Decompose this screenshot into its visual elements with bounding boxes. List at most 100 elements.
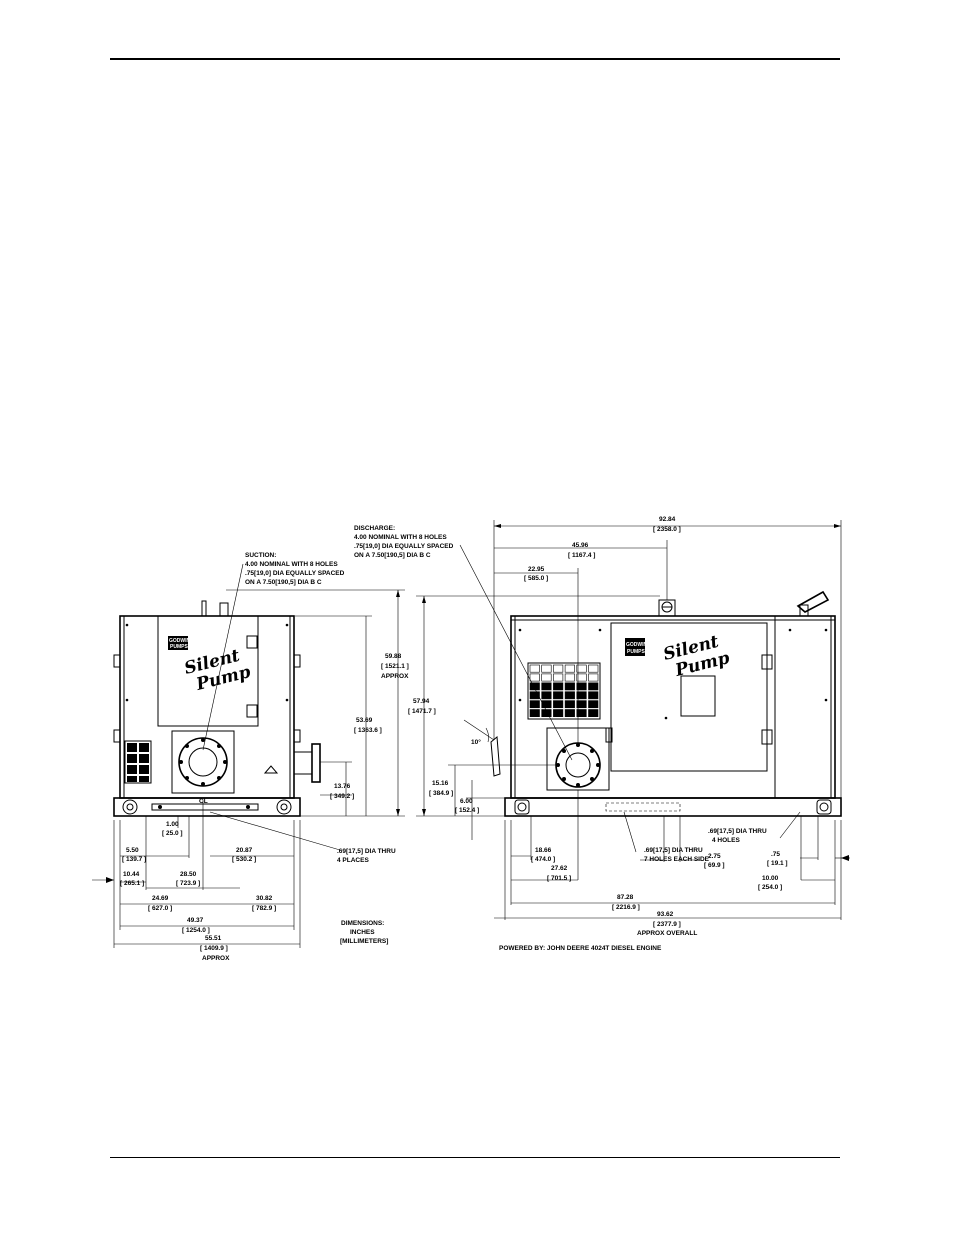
end-view-dimensions: CL bbox=[92, 563, 405, 948]
suction-flange bbox=[171, 730, 235, 794]
end-view-labels: SUCTION: 4.00 NOMINAL WITH 8 HOLES .75[1… bbox=[120, 552, 409, 962]
svg-text:22.95: 22.95 bbox=[528, 566, 545, 573]
grille-cell bbox=[564, 700, 575, 709]
svg-text:53.69: 53.69 bbox=[356, 717, 373, 724]
svg-text:[ 585.0 ]: [ 585.0 ] bbox=[524, 575, 548, 582]
grille-cell bbox=[553, 691, 564, 700]
svg-text:[ 349.2 ]: [ 349.2 ] bbox=[330, 793, 354, 800]
grille-cell bbox=[576, 664, 587, 673]
grille-cell bbox=[529, 664, 540, 673]
side-view: GODWIN PUMPS Silent Pump bbox=[490, 590, 842, 817]
svg-text:[ 25.0 ]: [ 25.0 ] bbox=[162, 830, 183, 837]
svg-text:[ 265.1 ]: [ 265.1 ] bbox=[120, 880, 144, 887]
grille-cell bbox=[576, 709, 587, 717]
svg-text:APPROX OVERALL: APPROX OVERALL bbox=[637, 930, 697, 937]
grille-cell bbox=[541, 700, 552, 709]
svg-text:GODWIN: GODWIN bbox=[626, 642, 647, 648]
svg-text:[ 530.2 ]: [ 530.2 ] bbox=[232, 856, 256, 863]
svg-text:PUMPS: PUMPS bbox=[170, 644, 188, 650]
end-view: GODWIN PUMPS Silent Pump bbox=[113, 600, 321, 817]
svg-text:93.62: 93.62 bbox=[657, 911, 674, 918]
svg-text:[ 782.9 ]: [ 782.9 ] bbox=[252, 905, 276, 912]
svg-text:PUMPS: PUMPS bbox=[627, 649, 645, 655]
svg-text:[MILLIMETERS]: [MILLIMETERS] bbox=[340, 938, 388, 945]
svg-text:45.96: 45.96 bbox=[572, 542, 589, 549]
grille-cell bbox=[564, 682, 575, 691]
grille-cell bbox=[564, 691, 575, 700]
svg-text:2.75: 2.75 bbox=[708, 853, 721, 860]
grille-cell bbox=[529, 673, 540, 682]
svg-text:28.50: 28.50 bbox=[180, 871, 197, 878]
grille-cell bbox=[529, 691, 540, 700]
svg-text:[ 2216.9 ]: [ 2216.9 ] bbox=[612, 904, 640, 911]
svg-text:[ 1167.4 ]: [ 1167.4 ] bbox=[568, 552, 595, 559]
dimensions-note: DIMENSIONS: bbox=[341, 920, 384, 927]
svg-text:[ 723.9 ]: [ 723.9 ] bbox=[176, 880, 200, 887]
svg-text:15.16: 15.16 bbox=[432, 780, 449, 787]
grille-cell bbox=[588, 664, 599, 673]
svg-text:.75[19,0] DIA EQUALLY SPACED: .75[19,0] DIA EQUALLY SPACED bbox=[245, 570, 345, 577]
grille-cell bbox=[588, 709, 599, 717]
grille-cell bbox=[541, 691, 552, 700]
svg-text:10.00: 10.00 bbox=[762, 875, 779, 882]
svg-text:APPROX: APPROX bbox=[381, 673, 409, 680]
top-rule bbox=[110, 58, 840, 60]
svg-text:.69[17,5] DIA THRU: .69[17,5] DIA THRU bbox=[337, 848, 396, 855]
grille-cell bbox=[564, 673, 575, 682]
svg-text:1.00: 1.00 bbox=[166, 821, 179, 828]
arrowheads bbox=[106, 524, 849, 883]
svg-text:.75: .75 bbox=[771, 851, 780, 858]
svg-text:[ 627.0 ]: [ 627.0 ] bbox=[148, 905, 172, 912]
end-view-louvres bbox=[124, 740, 152, 784]
grille-cell bbox=[541, 673, 552, 682]
svg-text:[ 152.4 ]: [ 152.4 ] bbox=[455, 807, 479, 814]
grille-cell bbox=[553, 700, 564, 709]
silent-pump-logo-end: GODWIN PUMPS Silent Pump bbox=[168, 636, 253, 695]
svg-text:5.50: 5.50 bbox=[126, 847, 139, 854]
svg-text:[ 1409.9 ]: [ 1409.9 ] bbox=[200, 945, 228, 952]
grille-cell bbox=[541, 664, 552, 673]
svg-text:59.88: 59.88 bbox=[385, 653, 402, 660]
discharge-pipe bbox=[490, 735, 501, 777]
discharge-label: DISCHARGE: bbox=[354, 525, 395, 532]
svg-text:57.94: 57.94 bbox=[413, 698, 430, 705]
svg-text:.75[19,0] DIA EQUALLY SPACED: .75[19,0] DIA EQUALLY SPACED bbox=[354, 543, 454, 550]
side-view-grille bbox=[527, 662, 601, 720]
grille-cell bbox=[564, 709, 575, 717]
svg-text:6.00: 6.00 bbox=[460, 798, 473, 805]
svg-text:INCHES: INCHES bbox=[350, 929, 375, 936]
svg-text:[ 2377.9 ]: [ 2377.9 ] bbox=[653, 921, 681, 928]
svg-text:[ 1521.1 ]: [ 1521.1 ] bbox=[381, 663, 409, 670]
grille-cell bbox=[576, 691, 587, 700]
svg-text:[ 474.0 ]: [ 474.0 ] bbox=[531, 856, 555, 863]
svg-text:[ 1363.6 ]: [ 1363.6 ] bbox=[354, 727, 382, 734]
grille-cell bbox=[553, 673, 564, 682]
grille-cell bbox=[588, 700, 599, 709]
svg-text:[ 1471.7 ]: [ 1471.7 ] bbox=[408, 708, 436, 715]
grille-cell bbox=[541, 682, 552, 691]
grille-cell bbox=[541, 709, 552, 717]
grille-cell bbox=[529, 682, 540, 691]
svg-text:55.51: 55.51 bbox=[205, 935, 222, 942]
svg-text:13.76: 13.76 bbox=[334, 783, 351, 790]
svg-text:GODWIN: GODWIN bbox=[169, 638, 190, 644]
side-view-base bbox=[504, 797, 842, 817]
svg-text:87.28: 87.28 bbox=[617, 894, 634, 901]
svg-text:[ 384.9 ]: [ 384.9 ] bbox=[429, 790, 453, 797]
grille-cell bbox=[576, 682, 587, 691]
bottom-rule bbox=[110, 1157, 840, 1158]
svg-text:92.84: 92.84 bbox=[659, 516, 676, 523]
svg-text:4 HOLES: 4 HOLES bbox=[712, 837, 740, 844]
svg-text:4.00 NOMINAL WITH 8 HOLES: 4.00 NOMINAL WITH 8 HOLES bbox=[245, 561, 338, 568]
suction-label: SUCTION: bbox=[245, 552, 276, 559]
exhaust-pipe bbox=[796, 590, 830, 617]
svg-text:[ 19.1 ]: [ 19.1 ] bbox=[767, 860, 788, 867]
grille-cell bbox=[588, 691, 599, 700]
svg-text:18.66: 18.66 bbox=[535, 847, 552, 854]
grille-cell bbox=[588, 673, 599, 682]
svg-text:[ 1254.0 ]: [ 1254.0 ] bbox=[182, 927, 210, 934]
powered-by-note: POWERED BY: JOHN DEERE 4024T DIESEL ENGI… bbox=[499, 945, 662, 952]
grille-cell bbox=[576, 700, 587, 709]
svg-text:20.87: 20.87 bbox=[236, 847, 253, 854]
